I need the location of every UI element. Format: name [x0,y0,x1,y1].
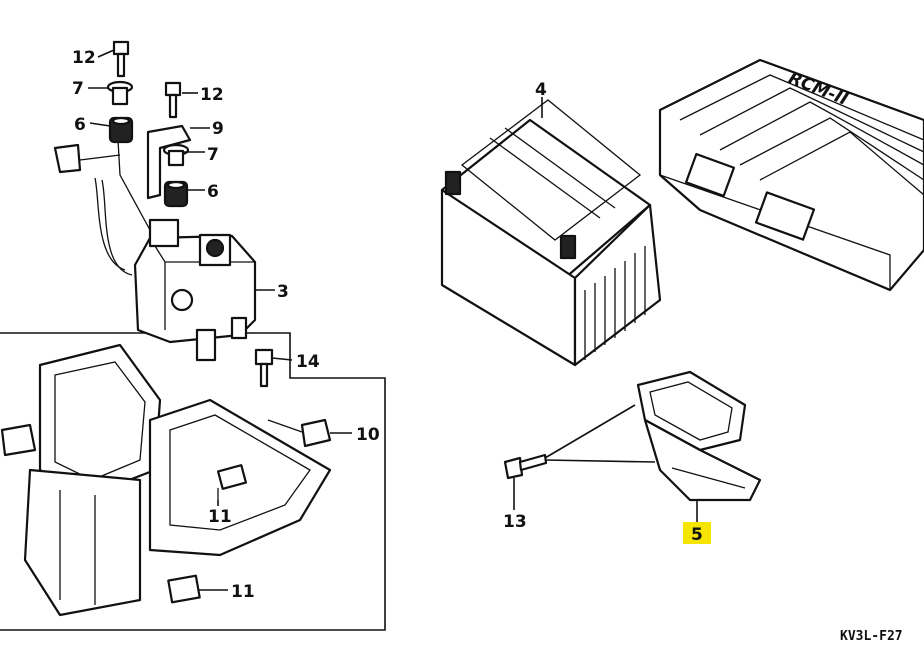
callout-6-right: 6 [207,182,219,202]
callout-11-bottom: 11 [231,582,255,602]
battery-part [440,99,662,367]
callout-7-top: 7 [72,79,84,99]
bolt-12-right [164,81,182,119]
callout-13: 13 [503,512,527,532]
ecu-unit-part: RCM-II [658,58,924,292]
grommet-6-top [108,116,134,144]
clip-10 [267,418,332,448]
callout-5: 5 [691,525,703,545]
callout-6-top: 6 [74,115,86,135]
callout-5-highlight [683,522,711,544]
callout-3: 3 [277,282,289,302]
callout-11-middle: 11 [208,507,232,527]
bolt-13 [503,404,656,480]
callout-12-right: 12 [200,85,224,105]
callout-4: 4 [535,80,547,100]
stay-9 [146,124,192,200]
collar-7-top [106,80,134,106]
leader-lines [88,49,698,591]
duct-part-5 [636,370,762,502]
bolt-12-top [112,40,130,78]
battery-tray-part [0,343,332,617]
callout-12-top: 12 [72,48,96,68]
bolt-14 [254,348,274,388]
nut-11-bottom [167,574,201,604]
drawing-code: KV3L-F27 [840,629,903,644]
collar-7-right [162,143,190,167]
callout-10: 10 [356,425,380,445]
callout-14: 14 [296,352,320,372]
callout-7-right: 7 [207,145,219,165]
callout-9: 9 [212,119,224,139]
grommet-6-right [163,180,189,208]
battery-ribs [584,246,646,360]
nut-11-middle [216,464,248,500]
starter-relay-part [53,139,257,362]
